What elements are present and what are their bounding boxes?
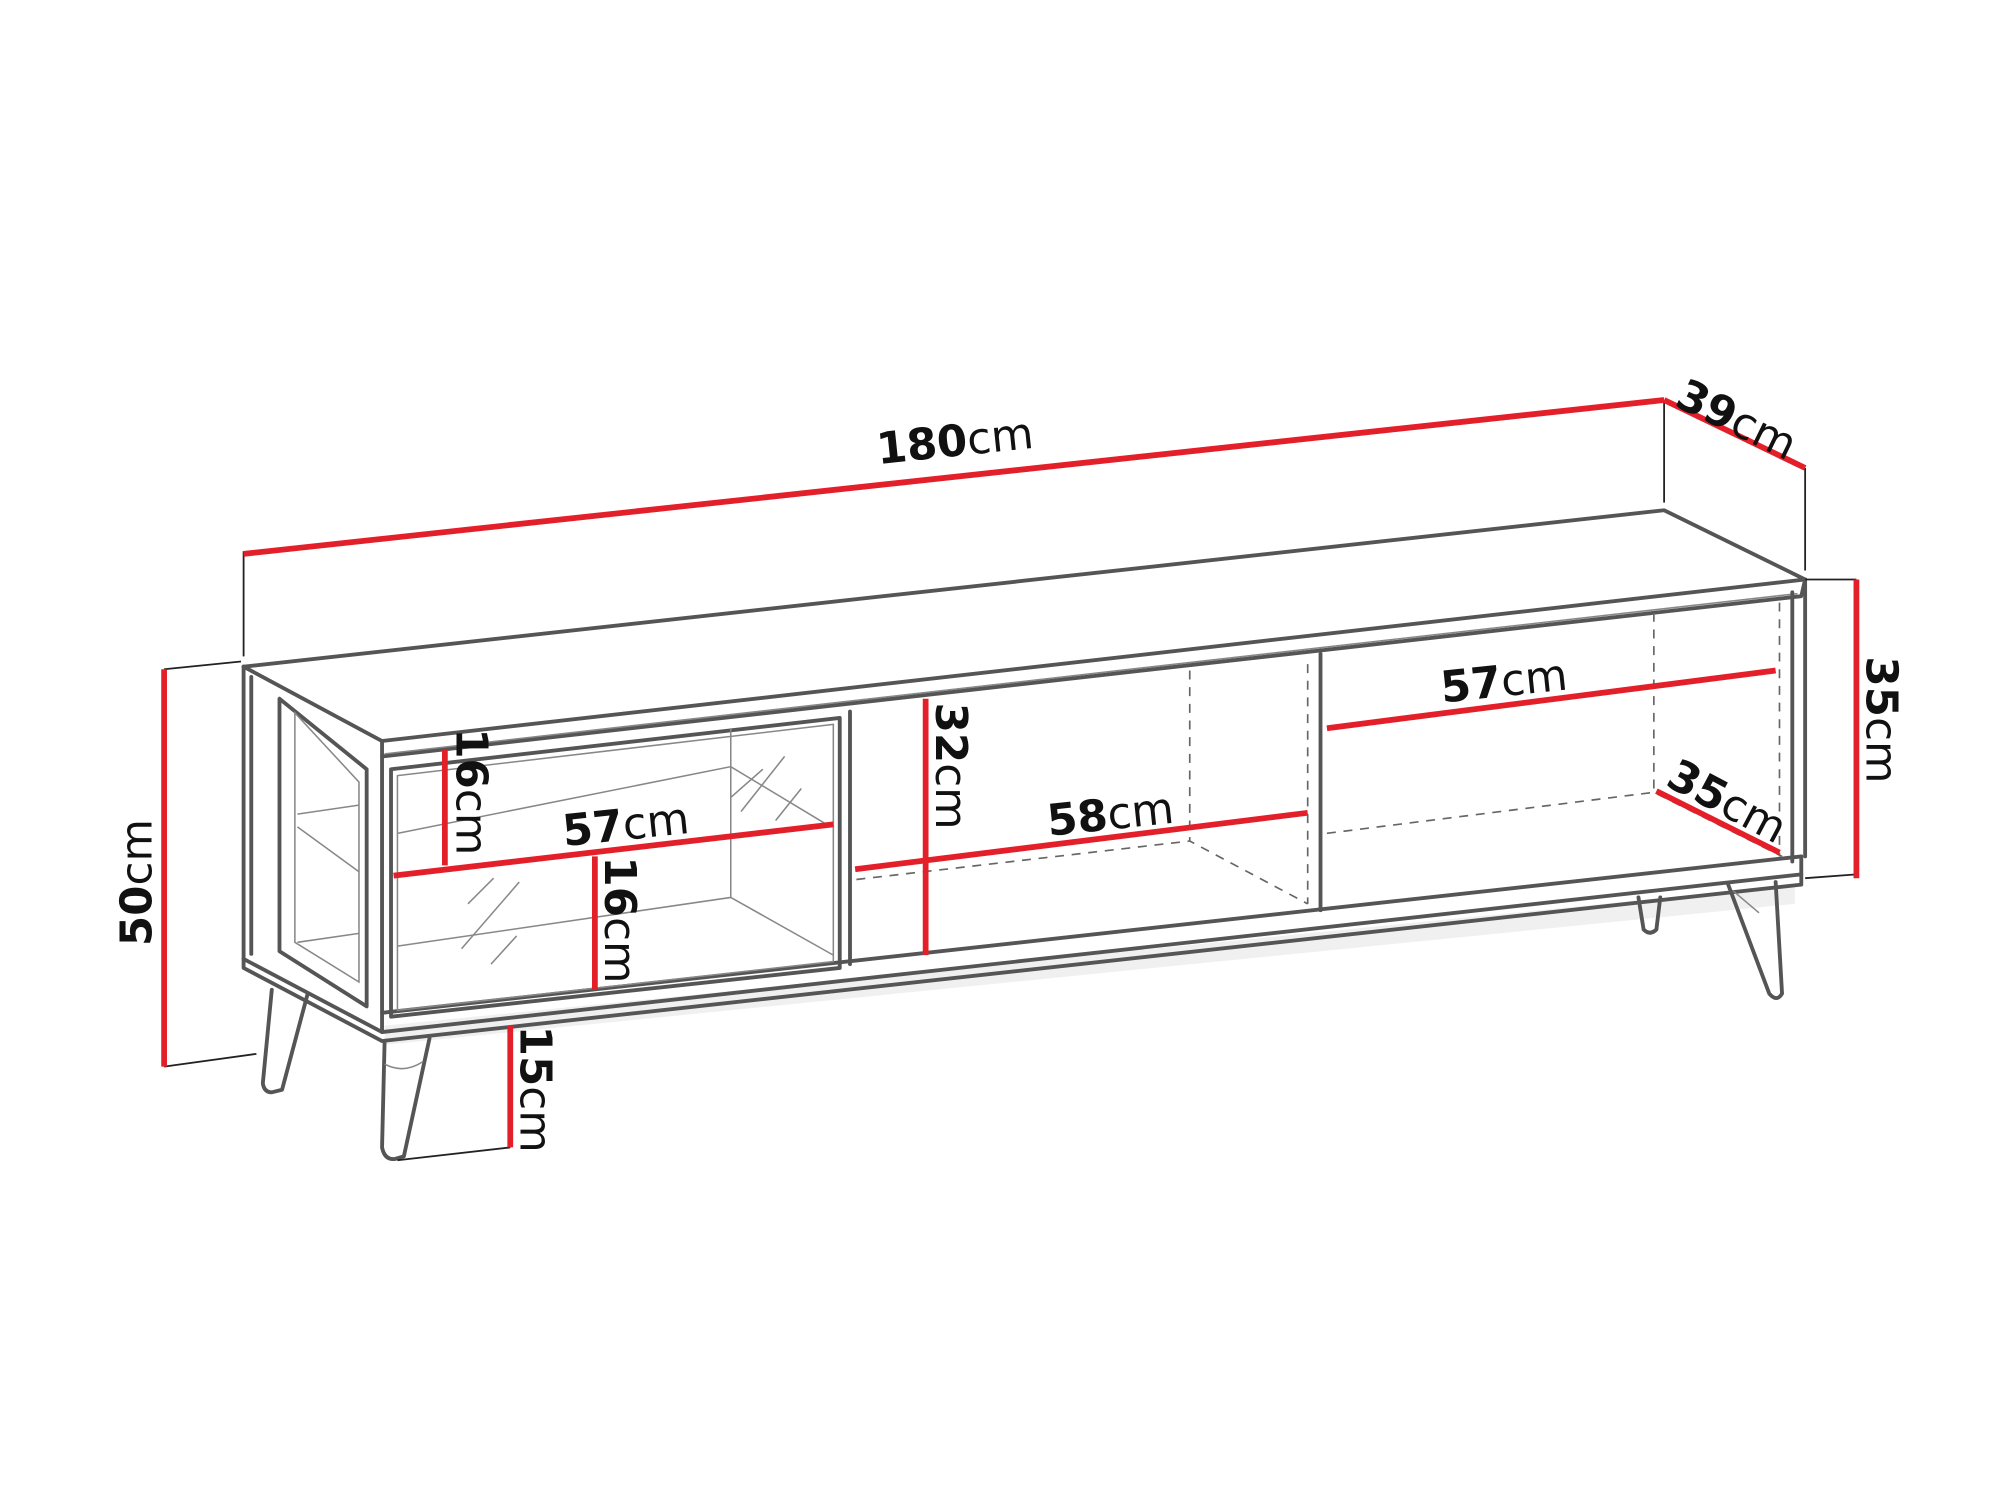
side-shelf-line-2 xyxy=(296,826,360,873)
leg-back-right xyxy=(1636,895,1663,935)
dim-line-right-depth-35 xyxy=(1655,788,1781,856)
label-leg-height: 15cm xyxy=(510,1026,560,1153)
glass-reflection xyxy=(775,787,802,821)
leg-front-right xyxy=(1726,880,1784,1000)
side-glass-frame xyxy=(277,696,369,1009)
side-shelf-line-3 xyxy=(297,932,360,944)
upper-shelf-line xyxy=(397,765,832,835)
bottom-board-underside xyxy=(241,872,1804,1043)
leg-back-left xyxy=(260,987,310,1095)
top-back-edge xyxy=(241,508,1808,669)
ext-body-bottom xyxy=(1805,873,1857,880)
leg-front-left xyxy=(380,1036,432,1161)
side-glass-inner xyxy=(294,710,360,984)
extension-lines xyxy=(163,400,1857,1162)
lower-shelf-line xyxy=(397,896,731,947)
dim-line-width-180 xyxy=(243,397,1665,557)
glass-door-frame xyxy=(389,716,842,1019)
leg-front-right-detail xyxy=(1732,890,1760,914)
middle-floor-back xyxy=(856,840,1190,881)
glass-reflection xyxy=(467,877,495,905)
label-depth: 39cm xyxy=(1668,370,1804,471)
label-upper-shelf: 16cm xyxy=(445,728,495,855)
glass-door-inner xyxy=(396,723,835,1012)
leg-front-left-detail xyxy=(384,1060,424,1070)
dim-line-depth-39 xyxy=(1662,397,1807,471)
right-floor-back xyxy=(1326,791,1654,835)
bottom-board-top xyxy=(380,854,1804,1015)
glass-reflection xyxy=(730,768,764,799)
label-width: 180cm xyxy=(874,409,1036,475)
middle-back-corner xyxy=(1188,670,1309,905)
legs xyxy=(260,880,1784,1161)
tv-stand-body xyxy=(241,508,1808,1045)
dim-line-middle-58 xyxy=(854,809,1309,873)
dim-line-left-57 xyxy=(393,821,834,879)
ext-height-bottom xyxy=(163,1052,257,1068)
glass-reflection xyxy=(740,755,786,813)
top-surface xyxy=(243,510,1806,742)
dim-line-right-57 xyxy=(1326,667,1777,732)
side-shelf-line-1 xyxy=(297,804,360,815)
glass-reflection xyxy=(490,935,518,965)
label-left-width: 57cm xyxy=(560,794,692,857)
label-right-depth: 35cm xyxy=(1659,750,1795,854)
label-lower-shelf: 16cm xyxy=(594,856,644,983)
ext-leg-bottom xyxy=(397,1146,511,1162)
label-right-width: 57cm xyxy=(1438,650,1570,713)
glass-reflection xyxy=(460,881,520,950)
dimension-lines xyxy=(161,397,1860,1148)
ext-height-top xyxy=(164,660,242,671)
label-middle-width: 58cm xyxy=(1045,784,1177,847)
label-body-height: 35cm xyxy=(1856,656,1906,783)
glass-back-corner xyxy=(730,728,834,956)
label-middle-height: 32cm xyxy=(925,703,975,830)
top-board-inner xyxy=(384,592,1798,755)
label-overall-height: 50cm xyxy=(112,819,162,946)
